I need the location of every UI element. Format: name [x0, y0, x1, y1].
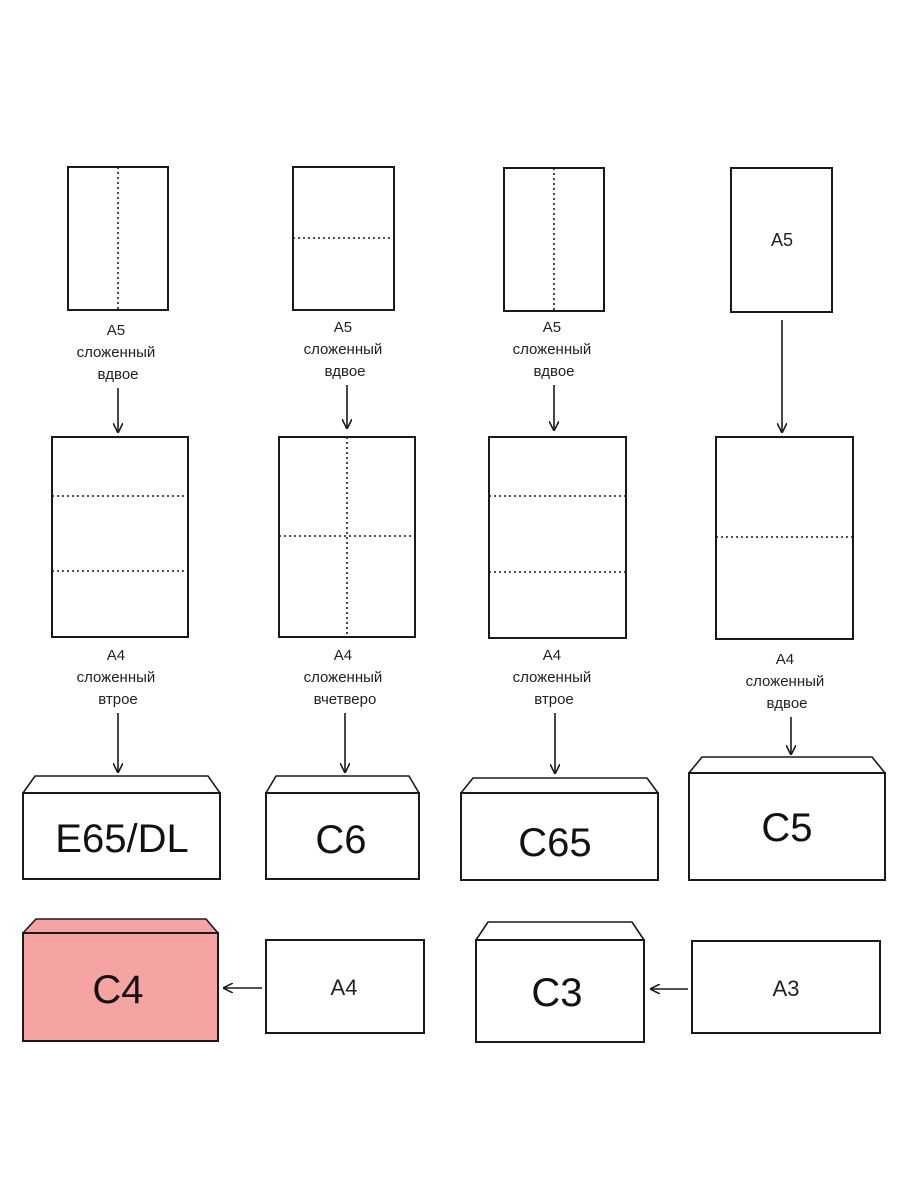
a5-caption: A5 сложенный вдвое [77, 322, 160, 383]
a4-caption-line: вчетверо [314, 691, 377, 708]
envelope-label: C3 [531, 971, 582, 1015]
a5-caption-line: вдвое [324, 363, 365, 380]
a5-caption-line: A5 [543, 319, 561, 336]
a4-caption-line: втрое [98, 691, 138, 708]
a4-sheet [51, 436, 189, 638]
a5-caption-line: A5 [334, 319, 352, 336]
a4-sheet [715, 436, 854, 640]
column-3: A5 сложенный вдвое A4 сложенный втрое C6… [460, 167, 659, 881]
envelope-label: C4 [92, 968, 143, 1012]
a5-caption-line: сложенный [513, 341, 592, 358]
envelope-c6: C6 [265, 775, 420, 880]
a4-caption-line: сложенный [746, 673, 825, 690]
a4-caption-line: сложенный [513, 669, 592, 686]
a4-caption: A4 сложенный втрое [77, 647, 160, 708]
envelope-c5: C5 [688, 756, 886, 881]
a4-sheet [488, 436, 627, 639]
a4-caption-line: A4 [543, 647, 561, 664]
bottom-row: C4 A4 C3 A3 [22, 918, 881, 1043]
a5-caption-line: сложенный [77, 344, 156, 361]
envelope-c4: C4 [22, 918, 219, 1042]
a5-caption-line: сложенный [304, 341, 383, 358]
a5-sheet-label: A5 [771, 230, 793, 250]
a4-sheet [265, 939, 425, 1034]
a5-caption: A5 сложенный вдвое [513, 319, 596, 380]
envelope-label: E65/DL [55, 817, 188, 861]
a4-caption-line: вдвое [766, 695, 807, 712]
a5-caption: A5 сложенный вдвое [304, 319, 387, 380]
a4-caption: A4 сложенный вчетверо [304, 647, 387, 708]
envelope-label: C5 [761, 806, 812, 850]
a3-sheet [691, 940, 881, 1034]
a4-caption-line: A4 [334, 647, 352, 664]
a4-caption-line: A4 [776, 651, 794, 668]
envelope-e65-dl: E65/DL [22, 775, 221, 880]
envelope-c3: C3 [475, 921, 645, 1043]
a5-sheet [730, 167, 833, 313]
a4-caption-line: втрое [534, 691, 574, 708]
a5-caption-line: вдвое [97, 366, 138, 383]
a4-caption: A4 сложенный втрое [513, 647, 596, 708]
a4-caption-line: сложенный [304, 669, 383, 686]
a4-caption: A4 сложенный вдвое [746, 651, 829, 712]
a5-caption-line: A5 [107, 322, 125, 339]
a5-caption-line: вдвое [533, 363, 574, 380]
column-4: A5 A4 сложенный вдвое C5 [688, 167, 886, 881]
column-1: A5 сложенный вдвое A4 сложенный втрое E6… [22, 166, 221, 880]
envelope-label: C65 [518, 821, 591, 865]
a3-sheet-label: A3 [773, 976, 800, 1001]
a4-caption-line: сложенный [77, 669, 156, 686]
column-2: A5 сложенный вдвое A4 сложенный вчетверо… [265, 166, 420, 880]
a4-sheet-label: A4 [331, 975, 358, 1000]
a4-caption-line: A4 [107, 647, 125, 664]
envelope-label: C6 [315, 818, 366, 862]
envelope-c65: C65 [460, 777, 659, 881]
